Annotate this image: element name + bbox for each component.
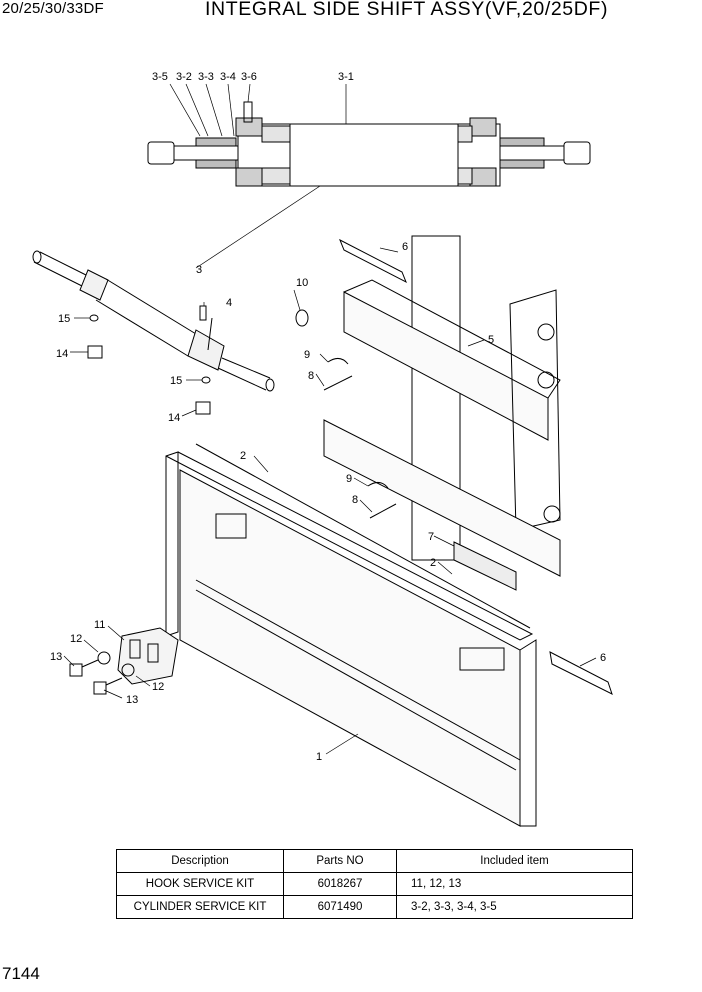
callout-3-3: 3-3 bbox=[198, 71, 214, 83]
callout-8-lower: 8 bbox=[352, 494, 358, 506]
table-row: CYLINDER SERVICE KIT 6071490 3-2, 3-3, 3… bbox=[116, 895, 633, 919]
service-kit-table: Description Parts NO Included item HOOK … bbox=[116, 849, 633, 919]
washer-part-12 bbox=[97, 651, 135, 677]
callout-10: 10 bbox=[296, 277, 308, 289]
callout-3-2: 3-2 bbox=[176, 71, 192, 83]
column-header-parts-no: Parts NO bbox=[283, 849, 397, 873]
cylinder-assembly bbox=[32, 250, 275, 392]
kit-description: HOOK SERVICE KIT bbox=[116, 872, 284, 896]
callout-14-lower: 14 bbox=[168, 412, 180, 424]
model-code: 20/25/30/33DF bbox=[2, 0, 104, 17]
callout-12-left: 12 bbox=[70, 633, 82, 645]
wear-strip-upper bbox=[339, 238, 407, 284]
hook-part-11 bbox=[117, 627, 179, 685]
carriage-lower-section bbox=[323, 419, 561, 591]
callout-labels: 3-5 3-2 3-3 3-4 3-6 3-1 3 4 6 10 5 15 14… bbox=[50, 71, 606, 763]
callout-3-5: 3-5 bbox=[152, 71, 168, 83]
page-number: 7144 bbox=[2, 964, 40, 983]
callout-14-upper: 14 bbox=[56, 348, 68, 360]
callout-2-left: 2 bbox=[240, 450, 246, 462]
callout-3-4: 3-4 bbox=[220, 71, 236, 83]
callout-11: 11 bbox=[94, 619, 105, 631]
callout-3-6: 3-6 bbox=[241, 71, 257, 83]
column-header-description: Description bbox=[116, 849, 284, 873]
cylinder-section-view bbox=[147, 101, 591, 187]
callout-5: 5 bbox=[488, 334, 494, 346]
bolt-part-13 bbox=[69, 659, 123, 695]
callout-7: 7 bbox=[428, 531, 434, 543]
callout-15-lower: 15 bbox=[170, 375, 182, 387]
page-title: INTEGRAL SIDE SHIFT ASSY(VF,20/25DF) bbox=[205, 0, 609, 20]
callout-3: 3 bbox=[196, 264, 202, 276]
callout-1: 1 bbox=[316, 751, 322, 763]
callout-6-upper: 6 bbox=[402, 241, 408, 253]
kit-included-items: 11, 12, 13 bbox=[396, 872, 633, 896]
callout-6-lower: 6 bbox=[600, 652, 606, 664]
callout-13-left: 13 bbox=[50, 651, 62, 663]
callout-4: 4 bbox=[226, 297, 232, 309]
callout-3-1: 3-1 bbox=[338, 71, 354, 83]
main-frame bbox=[165, 443, 537, 827]
kit-parts-no: 6018267 bbox=[283, 872, 397, 896]
callout-12-right: 12 bbox=[152, 681, 164, 693]
o-ring-part-10 bbox=[295, 309, 309, 327]
column-header-included-item: Included item bbox=[396, 849, 633, 873]
kit-parts-no: 6071490 bbox=[283, 895, 397, 919]
table-row: HOOK SERVICE KIT 6018267 11, 12, 13 bbox=[116, 872, 633, 896]
callout-leaders bbox=[63, 83, 597, 755]
callout-8-upper: 8 bbox=[308, 370, 314, 382]
table-header-row: Description Parts NO Included item bbox=[116, 849, 633, 873]
callout-15-upper: 15 bbox=[58, 313, 70, 325]
exploded-parts-diagram: 3-5 3-2 3-3 3-4 3-6 3-1 3 4 6 10 5 15 14… bbox=[32, 71, 613, 827]
callout-9-lower: 9 bbox=[346, 473, 352, 485]
kit-description: CYLINDER SERVICE KIT bbox=[116, 895, 284, 919]
pin-part-8 bbox=[323, 375, 397, 519]
clip-part-9 bbox=[327, 358, 389, 489]
pin-part-4 bbox=[199, 305, 207, 321]
callout-2-right: 2 bbox=[430, 557, 436, 569]
callout-13-right: 13 bbox=[126, 694, 138, 706]
kit-included-items: 3-2, 3-3, 3-4, 3-5 bbox=[396, 895, 633, 919]
wear-strip-lower bbox=[549, 651, 613, 695]
callout-9-upper: 9 bbox=[304, 349, 310, 361]
